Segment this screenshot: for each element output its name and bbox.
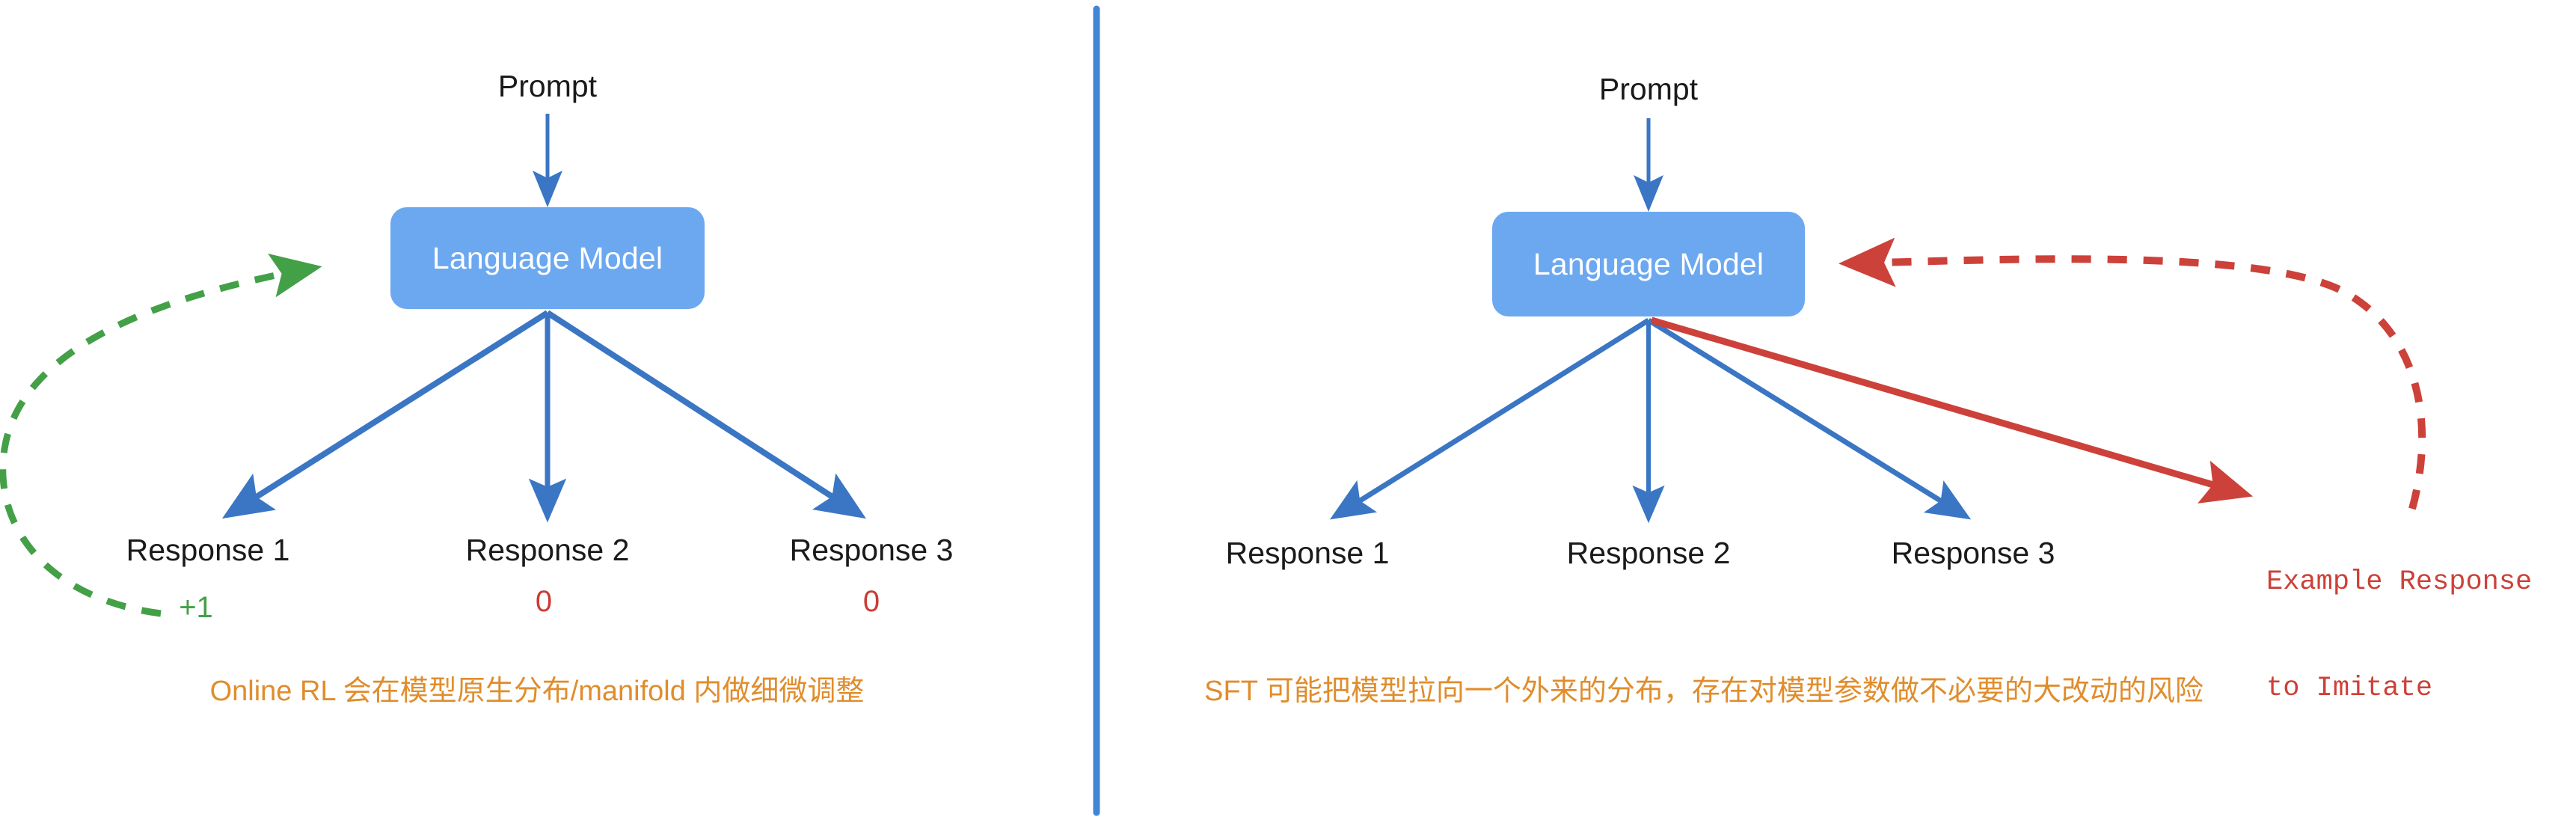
- language-model-label-right: Language Model: [1533, 246, 1764, 281]
- example-response-line-2: to Imitate: [2266, 672, 2433, 704]
- edge-model-to-example-response: [1650, 316, 2254, 504]
- response-2-label-right: Response 2: [1566, 536, 1731, 570]
- edge-model-to-response1-right: [1329, 318, 1650, 520]
- response-3-label-left: Response 3: [789, 533, 954, 567]
- language-model-box-right[interactable]: Language Model: [1492, 212, 1805, 316]
- response-1-score-left: +1: [179, 591, 213, 624]
- edge-model-to-response3-right: [1647, 318, 1972, 520]
- edge-model-to-response1-left: [221, 310, 550, 519]
- example-response-line-1: Example Response: [2266, 566, 2533, 598]
- response-3-label-right: Response 3: [1891, 536, 2055, 570]
- response-1-label-right: Response 1: [1225, 536, 1390, 570]
- prompt-label-left: Prompt: [497, 69, 598, 103]
- edge-imitation-feedback-right: [1839, 237, 2426, 510]
- prompt-label-right: Prompt: [1598, 72, 1699, 106]
- caption-sft: SFT 可能把模型拉向一个外来的分布，存在对模型参数做不必要的大改动的风险: [1204, 676, 2204, 707]
- language-model-label-left: Language Model: [432, 240, 663, 275]
- response-3-score-left: 0: [862, 585, 880, 618]
- response-1-label-left: Response 1: [126, 533, 290, 567]
- response-2-score-left: 0: [535, 585, 553, 618]
- caption-online-rl: Online RL 会在模型原生分布/manifold 内做细微调整: [209, 676, 865, 707]
- example-response-label: Example Response to Imitate: [2266, 494, 2532, 777]
- response-2-label-left: Response 2: [465, 533, 630, 567]
- language-model-box-left[interactable]: Language Model: [390, 207, 705, 309]
- edge-model-to-response3-left: [545, 310, 867, 519]
- edge-reward-feedback-left: [0, 253, 322, 617]
